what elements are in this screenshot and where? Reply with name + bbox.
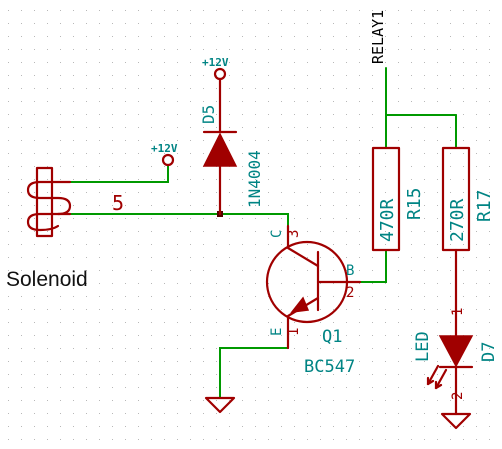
diode-d5-ref: D5 [199, 105, 218, 124]
solenoid-label: Solenoid [6, 268, 88, 291]
led-emission-arrows-icon [426, 364, 448, 390]
transistor-q1-collector-lead [286, 224, 320, 268]
transistor-q1-pin-b-name: B [346, 263, 354, 279]
resistor-r15-value: 470R [377, 198, 398, 242]
solenoid-core [35, 166, 54, 238]
transistor-q1-emitter-arrow-icon [290, 296, 310, 313]
resistor-r15-ref: R15 [404, 187, 425, 220]
solenoid-pin-number: 5 [112, 191, 124, 215]
wire-base-r15 [359, 249, 387, 283]
transistor-q1-pin-c-name: C [269, 230, 285, 238]
diode-d5-symbol [202, 67, 238, 216]
resistor-r15-body [371, 146, 401, 252]
wire-emitter-ground [219, 347, 289, 399]
power-flag-solenoid [161, 153, 175, 167]
led-d7-value: LED [413, 331, 433, 362]
resistor-r17-symbol [441, 146, 471, 338]
led-d7-symbol [426, 335, 474, 430]
solenoid-coil [26, 180, 72, 232]
power-label-solenoid: +12V [151, 142, 178, 155]
wire-relay-net [385, 67, 457, 116]
diode-d5-value: 1N4004 [245, 150, 264, 208]
background-grid [8, 10, 490, 440]
transistor-q1-pin-c-number: 3 [286, 230, 302, 238]
led-d7-triangle [438, 335, 474, 368]
transistor-q1-value: BC547 [304, 357, 355, 377]
transistor-q1-pin-e-name: E [269, 328, 285, 336]
transistor-q1-ref: Q1 [322, 327, 342, 347]
transistor-q1-pin-b-number: 2 [346, 285, 354, 301]
led-d7-ref: D7 [479, 342, 499, 362]
led-d7-pin-top: 1 [450, 308, 466, 316]
transistor-q1-symbol [265, 224, 362, 350]
wires [69, 67, 457, 399]
resistor-r17-value: 270R [447, 198, 468, 242]
transistor-q1-pin-e-number: 1 [286, 328, 302, 336]
wire-solenoid-supply [69, 164, 169, 183]
relay-net-label: RELAY1 [369, 10, 387, 64]
ground-icon [204, 396, 236, 414]
resistor-r15-symbol [371, 146, 401, 252]
power-terminal-icon [213, 67, 227, 81]
led-d7-pin-bottom: 2 [450, 392, 466, 400]
transistor-q1-emitter-lead [286, 296, 320, 350]
solenoid-symbol [26, 166, 72, 238]
ground-icon [440, 412, 472, 430]
power-label-diode: +12V [202, 56, 229, 69]
diode-d5-triangle [202, 132, 238, 167]
wire-solenoid-collector [69, 213, 289, 227]
resistor-r17-ref: R17 [474, 189, 495, 222]
power-terminal-icon [161, 153, 175, 167]
